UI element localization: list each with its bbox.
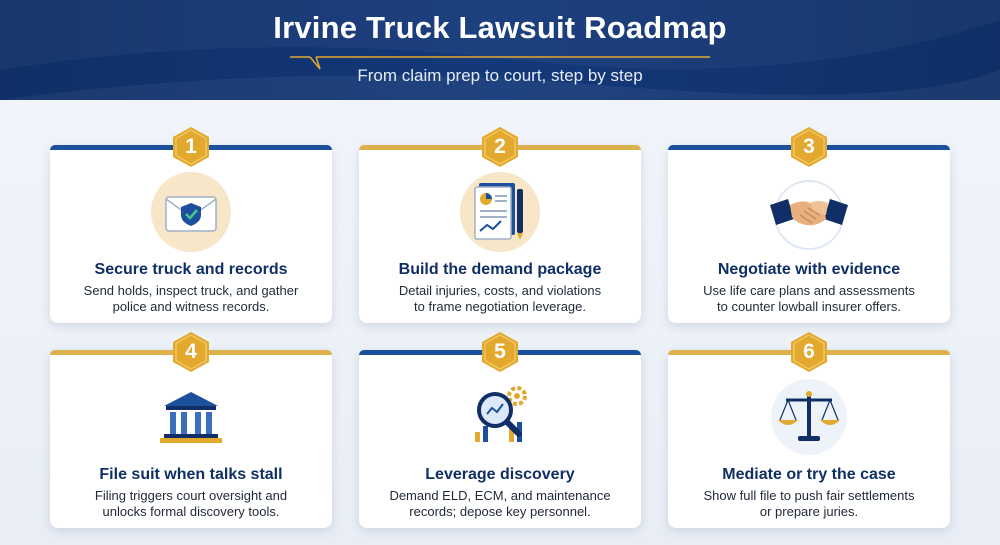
header-swoosh-decoration xyxy=(0,0,1000,100)
step-card-3: 3 Negotiate with evidence Use life care … xyxy=(668,127,950,323)
step-description-line: records; depose key personnel. xyxy=(409,504,591,519)
step-card-6: 6 Mediate or try the case Show full file… xyxy=(668,332,950,528)
step-title: Leverage discovery xyxy=(425,466,575,483)
step-description-line: to counter lowball insurer offers. xyxy=(716,299,902,314)
header-banner: Irvine Truck Lawsuit Roadmap From claim … xyxy=(0,0,1000,100)
step-description: Demand ELD, ECM, and maintenance records… xyxy=(373,488,627,520)
step-number: 6 xyxy=(803,340,815,363)
step-description-line: Demand ELD, ECM, and maintenance xyxy=(389,488,611,503)
step-title: Mediate or try the case xyxy=(722,466,896,483)
handshake-icon xyxy=(770,180,848,250)
step-description-line: or prepare juries. xyxy=(759,504,859,519)
step-badge-hexagon-icon xyxy=(173,127,209,167)
scales-icon xyxy=(771,379,847,455)
step-title: Negotiate with evidence xyxy=(717,261,901,278)
step-badge-hexagon-icon xyxy=(482,332,518,372)
envelope-shield-icon xyxy=(151,172,231,252)
courthouse-icon xyxy=(160,392,222,443)
step-title: Build the demand package xyxy=(398,261,602,278)
step-description: Send holds, inspect truck, and gather po… xyxy=(64,283,318,315)
step-description-line: to frame negotiation leverage. xyxy=(414,299,586,314)
step-description-line: police and witness records. xyxy=(112,299,270,314)
step-description-line: Send holds, inspect truck, and gather xyxy=(83,283,299,298)
step-description: Filing triggers court oversight and unlo… xyxy=(64,488,318,520)
step-title: Secure truck and records xyxy=(94,261,288,278)
step-card-2: 2 Build the demand package Detail injuri… xyxy=(359,127,641,323)
magnifier-gear-icon xyxy=(475,386,527,442)
step-badge-hexagon-icon xyxy=(791,127,827,167)
title-underline-decoration xyxy=(290,56,710,70)
step-description-line: Filing triggers court oversight and xyxy=(94,488,288,503)
step-description-line: Show full file to push fair settlements xyxy=(703,488,915,503)
step-card-1: 1 Secure truck and records Send holds, i… xyxy=(50,127,332,323)
step-description-line: Use life care plans and assessments xyxy=(703,283,915,298)
step-description-line: unlocks formal discovery tools. xyxy=(102,504,280,519)
step-number: 3 xyxy=(803,135,815,158)
page-title: Irvine Truck Lawsuit Roadmap xyxy=(273,10,727,45)
step-description-line: Detail injuries, costs, and violations xyxy=(398,283,602,298)
step-description: Show full file to push fair settlements … xyxy=(682,488,936,520)
page-subtitle: From claim prep to court, step by step xyxy=(357,66,643,85)
step-number: 4 xyxy=(185,340,197,363)
step-description: Detail injuries, costs, and violations t… xyxy=(373,283,627,315)
step-card-4: 4 File suit when talks stall Filing trig… xyxy=(50,332,332,528)
step-number: 5 xyxy=(494,340,506,363)
document-pen-icon xyxy=(460,172,540,252)
step-title: File suit when talks stall xyxy=(99,466,283,483)
step-badge-hexagon-icon xyxy=(173,332,209,372)
step-badge-hexagon-icon xyxy=(791,332,827,372)
step-card-5: 5 Leverage discovery Demand ELD, ECM, an… xyxy=(359,332,641,528)
step-description: Use life care plans and assessments to c… xyxy=(682,283,936,315)
step-badge-hexagon-icon xyxy=(482,127,518,167)
step-number: 2 xyxy=(494,135,506,158)
step-number: 1 xyxy=(185,135,197,158)
